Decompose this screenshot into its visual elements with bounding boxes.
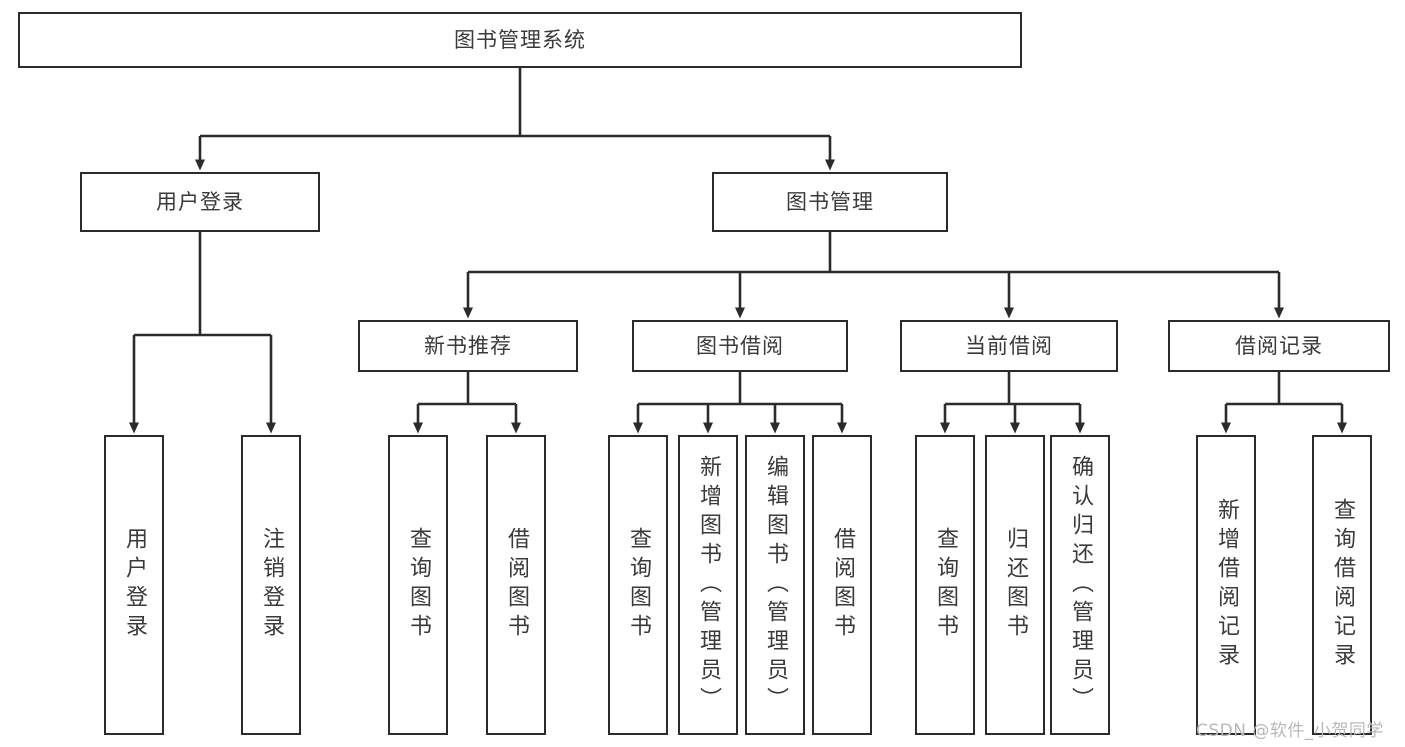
node-label: 编辑图书（管理员） <box>763 454 788 716</box>
node-leaf-borrow-book-2[interactable]: 借阅图书 <box>812 435 872 735</box>
node-leaf-query-book-1[interactable]: 查询图书 <box>388 435 448 735</box>
node-label: 查询借阅记录 <box>1330 498 1355 672</box>
node-new-book-recommend[interactable]: 新书推荐 <box>358 320 578 372</box>
node-label: 图书管理 <box>786 189 874 214</box>
node-label: 查询图书 <box>933 527 958 643</box>
node-leaf-user-logout[interactable]: 注销登录 <box>241 435 301 735</box>
node-leaf-user-login[interactable]: 用户登录 <box>104 435 164 735</box>
node-label: 借阅图书 <box>504 527 529 643</box>
node-label: 归还图书 <box>1003 527 1028 643</box>
node-book-manage[interactable]: 图书管理 <box>712 172 948 232</box>
node-book-borrow[interactable]: 图书借阅 <box>632 320 848 372</box>
node-leaf-query-book-2[interactable]: 查询图书 <box>608 435 668 735</box>
node-current-borrow[interactable]: 当前借阅 <box>900 320 1118 372</box>
node-user-login[interactable]: 用户登录 <box>80 172 320 232</box>
node-label: 借阅图书 <box>830 527 855 643</box>
node-label: 查询图书 <box>406 527 431 643</box>
node-leaf-confirm-return[interactable]: 确认归还（管理员） <box>1050 435 1110 735</box>
node-label: 用户登录 <box>156 189 244 214</box>
node-label: 新增图书（管理员） <box>696 454 721 716</box>
node-leaf-query-record[interactable]: 查询借阅记录 <box>1312 435 1372 735</box>
node-label: 查询图书 <box>626 527 651 643</box>
node-root-system[interactable]: 图书管理系统 <box>18 12 1022 68</box>
node-borrow-record[interactable]: 借阅记录 <box>1168 320 1390 372</box>
node-leaf-query-book-3[interactable]: 查询图书 <box>915 435 975 735</box>
node-leaf-return-book[interactable]: 归还图书 <box>985 435 1045 735</box>
node-label: 借阅记录 <box>1235 333 1323 358</box>
node-label: 新书推荐 <box>424 333 512 358</box>
node-label: 图书管理系统 <box>454 27 586 52</box>
node-leaf-add-book[interactable]: 新增图书（管理员） <box>678 435 738 735</box>
node-label: 当前借阅 <box>965 333 1053 358</box>
node-label: 新增借阅记录 <box>1214 498 1239 672</box>
node-label: 确认归还（管理员） <box>1068 454 1093 716</box>
node-leaf-edit-book[interactable]: 编辑图书（管理员） <box>745 435 805 735</box>
node-label: 注销登录 <box>259 527 284 643</box>
node-leaf-add-record[interactable]: 新增借阅记录 <box>1196 435 1256 735</box>
node-label: 图书借阅 <box>696 333 784 358</box>
node-leaf-borrow-book-1[interactable]: 借阅图书 <box>486 435 546 735</box>
node-label: 用户登录 <box>122 527 147 643</box>
